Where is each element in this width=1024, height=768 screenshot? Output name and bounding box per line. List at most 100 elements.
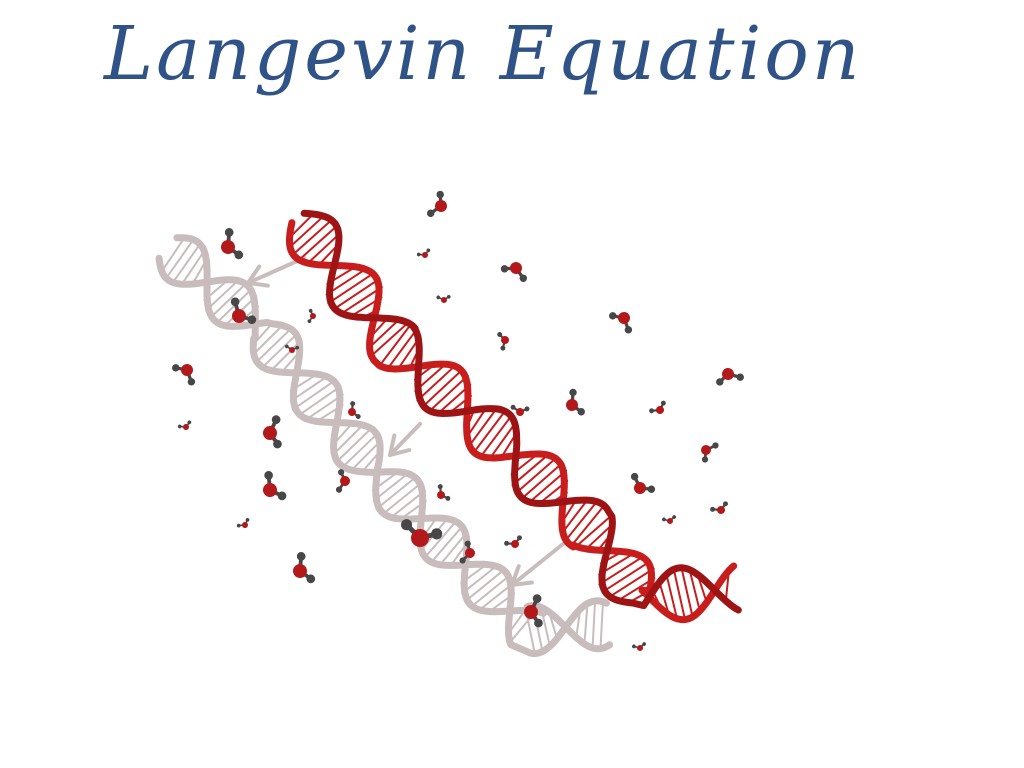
hydrogen-atom <box>647 485 656 493</box>
hydrogen-atom <box>437 484 443 490</box>
hydrogen-atom <box>296 551 306 561</box>
oxygen-atom <box>435 200 447 212</box>
hydrogen-atom <box>504 540 510 546</box>
base-pair <box>469 573 512 609</box>
water-molecule <box>716 368 744 386</box>
hydrogen-atom <box>660 400 666 406</box>
hydrogen-atom <box>295 345 300 350</box>
base-pair <box>255 323 273 343</box>
base-pair <box>470 408 498 444</box>
water-molecule <box>630 472 656 494</box>
hydrogen-atom <box>177 424 182 429</box>
hydrogen-atom <box>500 265 509 273</box>
oxygen-atom <box>293 564 307 578</box>
water-molecule <box>662 515 676 524</box>
hydrogen-atom <box>308 308 313 313</box>
base-pair <box>489 425 514 459</box>
hydrogen-atom <box>577 408 585 416</box>
hydrogen-atom <box>446 294 451 299</box>
water-molecule <box>649 400 666 414</box>
hydrogen-atom <box>464 540 471 547</box>
base-pair <box>181 253 204 285</box>
hydrogen-atom <box>350 401 356 407</box>
base-pair <box>601 560 652 594</box>
base-pair <box>607 567 655 599</box>
hydrogen-atom <box>400 519 413 531</box>
hydrogen-atom <box>517 535 522 541</box>
water-molecule <box>500 262 528 283</box>
water-molecule <box>416 248 431 258</box>
hydrogen-atom <box>273 439 282 449</box>
water-molecule <box>230 297 257 325</box>
hydrogen-atom <box>187 420 192 425</box>
hydrogen-atom <box>338 469 345 476</box>
oxygen-atom <box>437 491 445 499</box>
hydrogen-atom <box>649 408 655 414</box>
base-pair <box>527 469 568 504</box>
base-pair <box>338 428 371 461</box>
oxygen-atom <box>656 406 664 414</box>
hydrogen-atom <box>500 345 506 351</box>
water-molecule <box>609 312 633 334</box>
oxygen-atom <box>511 540 519 548</box>
base-pair <box>291 378 337 411</box>
hydrogen-atom <box>712 442 719 449</box>
hydrogen-atom <box>642 642 646 646</box>
hydrogen-atom <box>459 557 466 564</box>
base-pair <box>598 555 645 586</box>
motion-arrows <box>246 256 570 587</box>
hydrogen-atom <box>534 618 543 628</box>
backbone-strand <box>155 254 610 657</box>
hydrogen-atom <box>426 209 435 218</box>
motion-arrow <box>246 256 306 288</box>
base-pair <box>257 329 291 361</box>
hydrogen-atom <box>716 378 724 386</box>
oxygen-atom <box>263 483 277 497</box>
hydrogen-atom <box>306 574 316 584</box>
base-pair <box>564 499 589 530</box>
base-pair <box>571 506 604 546</box>
base-pair <box>297 385 342 417</box>
water-molecule <box>436 294 451 303</box>
backbone-strand <box>173 234 614 653</box>
base-pair <box>166 239 194 278</box>
water-molecule <box>437 484 451 501</box>
base-pair <box>519 461 564 501</box>
water-molecule <box>459 540 475 564</box>
base-pair <box>468 407 487 434</box>
hydrogen-atom <box>277 491 287 501</box>
hydrogen-atom <box>436 295 441 300</box>
base-pair <box>514 456 558 495</box>
base-pair <box>291 215 324 246</box>
hydrogen-atom <box>632 644 636 649</box>
oxygen-atom <box>510 262 522 274</box>
water-molecule <box>307 308 316 324</box>
base-pair <box>299 227 336 260</box>
water-molecule <box>172 364 196 386</box>
water-molecule <box>348 401 361 419</box>
hydrogen-atom <box>431 528 443 540</box>
hydrogen-atom <box>426 248 431 253</box>
previous-dna-helix <box>155 234 614 657</box>
water-molecule <box>177 420 192 430</box>
base-pair <box>583 604 589 647</box>
hydrogen-atom <box>701 456 709 463</box>
oxygen-atom <box>667 518 673 524</box>
hydrogen-atom <box>569 388 577 397</box>
base-pair <box>327 271 376 305</box>
base-pair <box>172 245 200 283</box>
base-pair <box>208 281 248 320</box>
hydrogen-atom <box>307 319 312 324</box>
oxygen-atom <box>310 313 316 319</box>
base-pair <box>331 277 381 311</box>
base-pair <box>688 570 702 615</box>
oxygen-atom <box>516 408 524 416</box>
hydrogen-atom <box>672 515 676 519</box>
water-molecule <box>710 501 728 514</box>
oxygen-atom <box>618 312 630 324</box>
oxygen-atom <box>566 399 578 411</box>
water-molecule <box>293 551 316 584</box>
oxygen-atom <box>634 482 646 494</box>
base-pair <box>664 571 678 619</box>
